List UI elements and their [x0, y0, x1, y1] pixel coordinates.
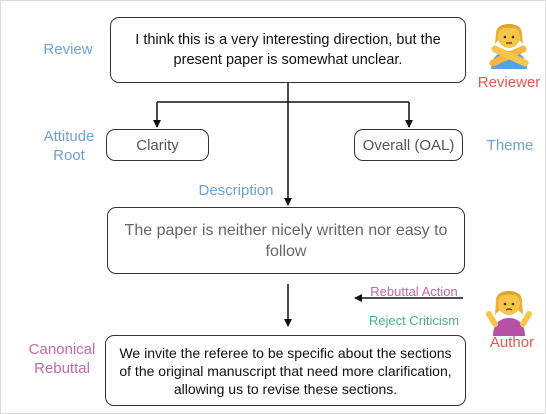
review-text: I think this is a very interesting direc…	[135, 32, 441, 68]
description-box: The paper is neither nicely written nor …	[107, 207, 465, 274]
description-label: Description	[198, 182, 274, 199]
clarity-box: Clarity	[106, 129, 209, 161]
canonical-rebuttal-label: Canonical Rebuttal	[28, 341, 96, 377]
author-label: Author	[489, 334, 535, 351]
review-box: I think this is a very interesting direc…	[110, 17, 466, 83]
rebuttal-box: We invite the referee to be specific abo…	[105, 335, 466, 406]
rebuttal-text: We invite the referee to be specific abo…	[119, 344, 452, 397]
overall-box: Overall (OAL)	[354, 129, 463, 161]
person-gesturing-no-icon	[489, 24, 529, 69]
reject-criticism-label: Reject Criticism	[368, 313, 460, 328]
review-label: Review	[43, 41, 93, 58]
theme-label: Theme	[486, 137, 534, 154]
reviewer-label: Reviewer	[477, 74, 541, 91]
overall-text: Overall (OAL)	[362, 136, 455, 154]
attitude-root-label: Attitude Root	[43, 128, 95, 164]
person-shrugging-icon	[486, 291, 532, 336]
clarity-text: Clarity	[136, 136, 179, 154]
description-text: The paper is neither nicely written nor …	[124, 221, 448, 260]
rebuttal-action-label: Rebuttal Action	[370, 284, 458, 299]
